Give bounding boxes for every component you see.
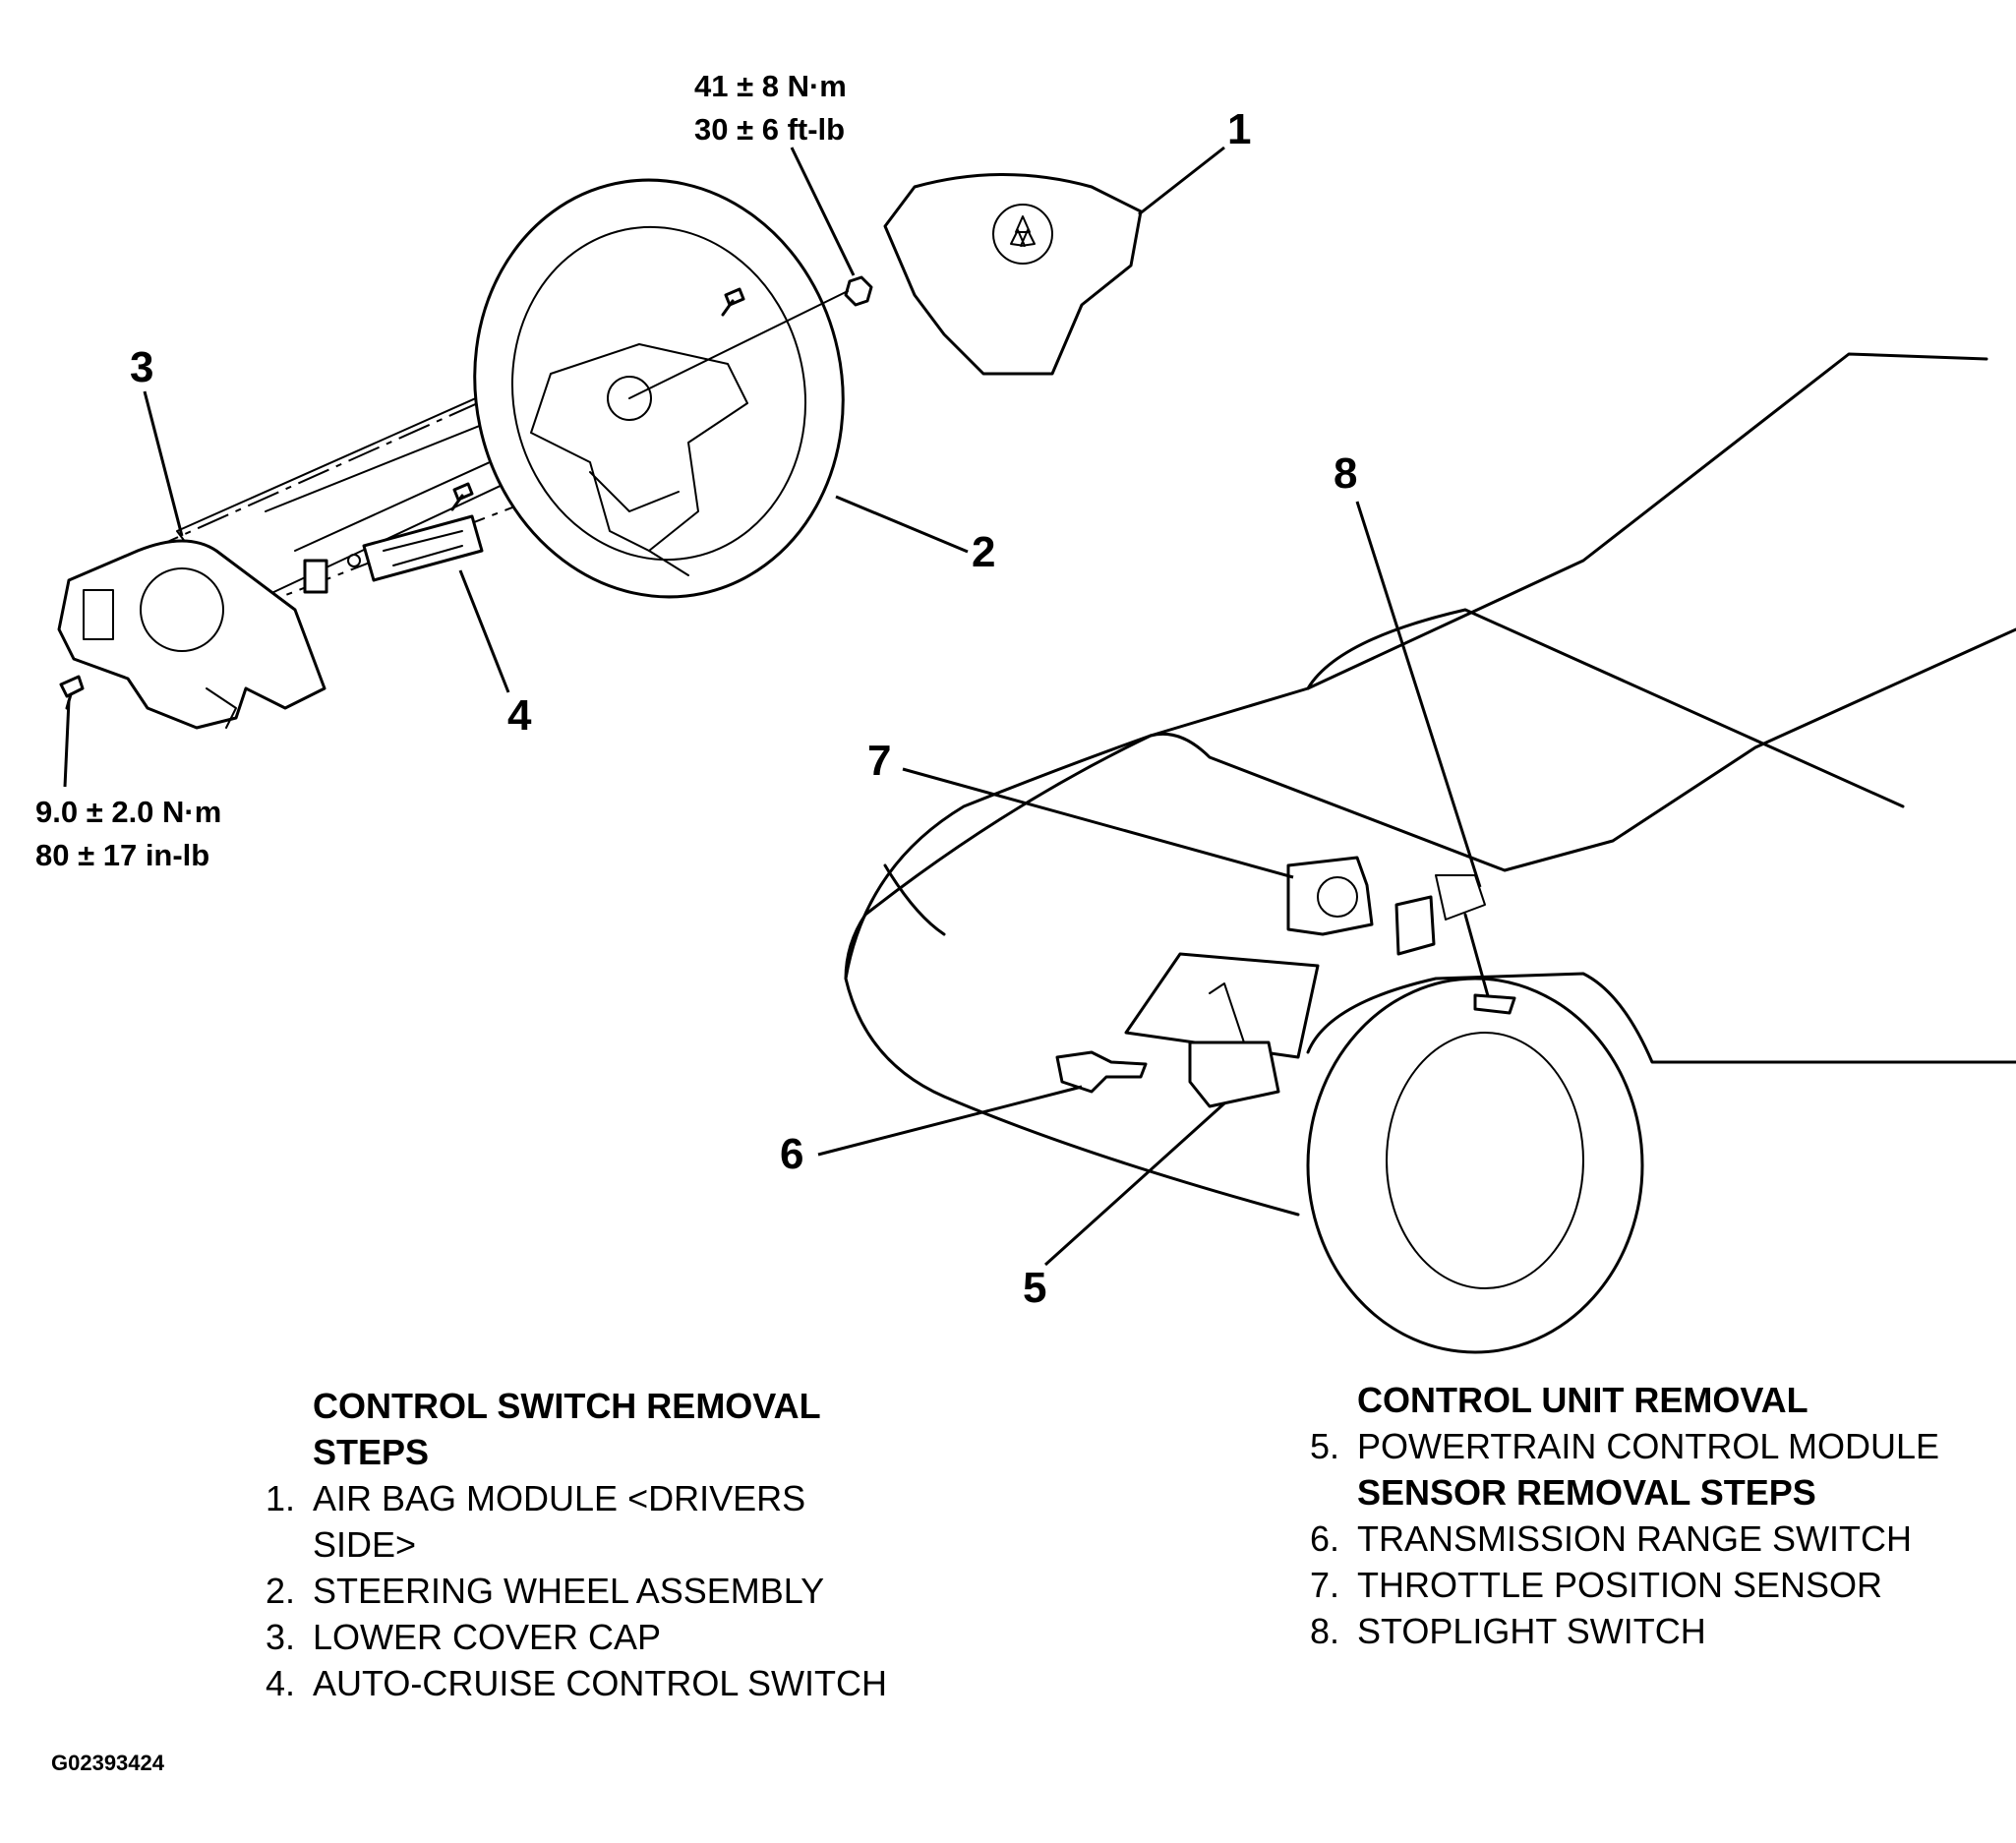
lower-cover-cap	[57, 539, 326, 730]
callout-6: 6	[780, 1130, 804, 1178]
powertrain-control-module	[1124, 952, 1320, 1108]
figure-id: G02393424	[51, 1751, 164, 1775]
stoplight-switch-pedal	[1394, 874, 1516, 1015]
torque-nut-imperial: 30 ± 6 ft-lb	[694, 112, 846, 147]
torque-screw-imperial: 80 ± 17 in-lb	[35, 838, 210, 872]
steering-wheel-assembly	[450, 178, 845, 599]
callout-5: 5	[1023, 1264, 1047, 1312]
sensor-removal-heading: SENSOR REMOVAL STEPS	[1357, 1472, 1816, 1513]
step-number: 7.	[1309, 1565, 1339, 1605]
step-label: THROTTLE POSITION SENSOR	[1357, 1565, 1883, 1605]
step-label: TRANSMISSION RANGE SWITCH	[1357, 1518, 1913, 1559]
torque-screw-metric: 9.0 ± 2.0 N·m	[35, 795, 222, 829]
callout-7: 7	[867, 737, 892, 785]
transmission-range-switch	[1055, 1050, 1148, 1094]
step-label: AUTO-CRUISE CONTROL SWITCH	[313, 1663, 888, 1703]
step-number: 2.	[265, 1571, 295, 1611]
control-switch-heading: CONTROL SWITCH REMOVAL	[313, 1386, 821, 1426]
air-bag-module	[883, 173, 1143, 376]
step-label: LOWER COVER CAP	[313, 1617, 662, 1657]
vehicle-outline	[844, 352, 2016, 1354]
callout-8: 8	[1334, 449, 1358, 498]
step-number: 1.	[265, 1478, 295, 1518]
throttle-body	[1286, 856, 1374, 936]
callout-4: 4	[507, 691, 532, 740]
step-number: 3.	[265, 1617, 295, 1657]
step-label-cont: SIDE>	[313, 1524, 417, 1565]
step-label: STOPLIGHT SWITCH	[1357, 1611, 1706, 1651]
auto-cruise-control-switch	[347, 514, 484, 582]
step-number: 5.	[1309, 1426, 1339, 1466]
torque-nut-metric: 41 ± 8 N·m	[694, 69, 847, 103]
step-number: 4.	[265, 1663, 295, 1703]
step-number: 8.	[1309, 1611, 1339, 1651]
control-unit-heading: CONTROL UNIT REMOVAL	[1357, 1380, 1808, 1420]
step-label: POWERTRAIN CONTROL MODULE	[1357, 1426, 1940, 1466]
leader-lines	[63, 146, 1482, 1267]
callout-1: 1	[1227, 105, 1252, 153]
step-label: STEERING WHEEL ASSEMBLY	[313, 1571, 825, 1611]
steering-nut	[628, 275, 873, 399]
step-label: AIR BAG MODULE <DRIVERS	[313, 1478, 806, 1518]
callout-3: 3	[130, 343, 154, 391]
control-switch-heading-cont: STEPS	[313, 1432, 430, 1472]
callout-2: 2	[972, 528, 996, 576]
step-number: 6.	[1309, 1518, 1339, 1559]
